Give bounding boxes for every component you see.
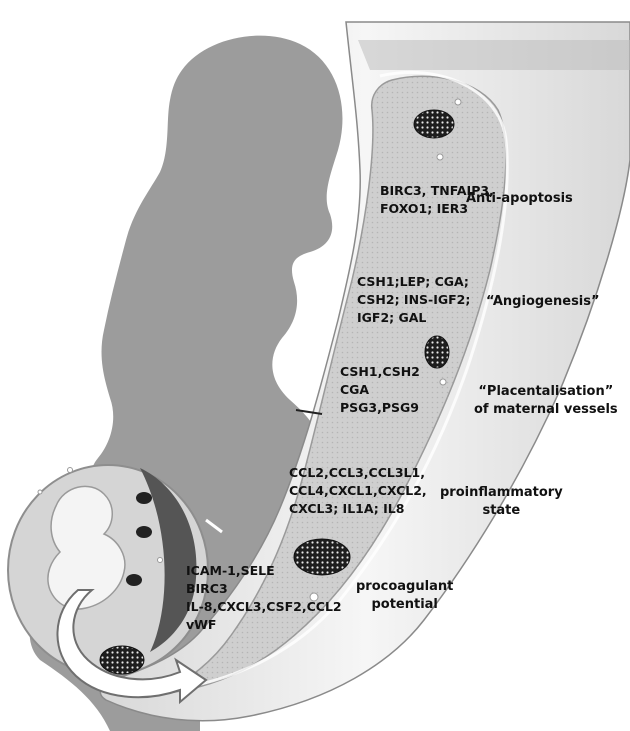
cell-bubble: [68, 468, 73, 473]
trophoblast-cluster-icon: [136, 526, 152, 538]
vessel-top-band: [358, 40, 630, 70]
procoagulant-gene-list: ICAM-1,SELE BIRC3 IL-8,CXCL3,CSF2,CCL2 v…: [186, 562, 342, 634]
trophoblast-cluster-icon: [136, 492, 152, 504]
gene-line: vWF: [186, 616, 342, 634]
proinflammatory-gene-list: CCL2,CCL3,CCL3L1, CCL4,CXCL1,CXCL2, CXCL…: [289, 464, 427, 518]
cell-bubble: [158, 558, 163, 563]
angiogenesis-gene-list: CSH1;LEP; CGA; CSH2; INS-IGF2; IGF2; GAL: [357, 273, 470, 327]
trophoblast-cluster-icon: [100, 646, 144, 674]
gene-line: IL-8,CXCL3,CSF2,CCL2: [186, 598, 342, 616]
placentalisation-gene-list: CSH1,CSH2 CGA PSG3,PSG9: [340, 363, 420, 417]
gene-line: CCL4,CXCL1,CXCL2,: [289, 482, 427, 500]
cell-bubble: [455, 99, 461, 105]
cell-bubble: [440, 379, 446, 385]
trophoblast-cluster-icon: [126, 574, 142, 586]
gene-line: BIRC3: [186, 580, 342, 598]
category-placentalisation: “Placentalisation” of maternal vessels: [474, 383, 618, 419]
category-line: “Angiogenesis”: [486, 293, 600, 311]
category-line: proinflammatory: [440, 484, 563, 502]
gene-line: PSG3,PSG9: [340, 399, 420, 417]
category-proinflammatory: proinflammatory state: [440, 484, 563, 520]
gene-line: IGF2; GAL: [357, 309, 470, 327]
trophoblast-cluster-icon: [425, 336, 449, 368]
gene-line: ICAM-1,SELE: [186, 562, 342, 580]
category-line: state: [440, 502, 563, 520]
category-line: “Placentalisation”: [474, 383, 618, 401]
trophoblast-cluster-icon: [414, 110, 454, 138]
category-line: of maternal vessels: [474, 401, 618, 419]
cell-bubble: [38, 490, 42, 494]
cell-bubble: [437, 154, 443, 160]
gene-line: CGA: [340, 381, 420, 399]
category-line: Anti-apoptosis: [466, 190, 573, 208]
category-procoagulant: procoagulant potential: [356, 578, 453, 614]
category-angiogenesis: “Angiogenesis”: [486, 293, 600, 311]
category-line: potential: [356, 596, 453, 614]
gene-line: CSH1;LEP; CGA;: [357, 273, 470, 291]
gene-line: CCL2,CCL3,CCL3L1,: [289, 464, 427, 482]
gene-line: CSH2; INS-IGF2;: [357, 291, 470, 309]
category-line: procoagulant: [356, 578, 453, 596]
gene-line: CXCL3; IL1A; IL8: [289, 500, 427, 518]
category-anti-apoptosis: Anti-apoptosis: [466, 190, 573, 208]
gene-line: CSH1,CSH2: [340, 363, 420, 381]
